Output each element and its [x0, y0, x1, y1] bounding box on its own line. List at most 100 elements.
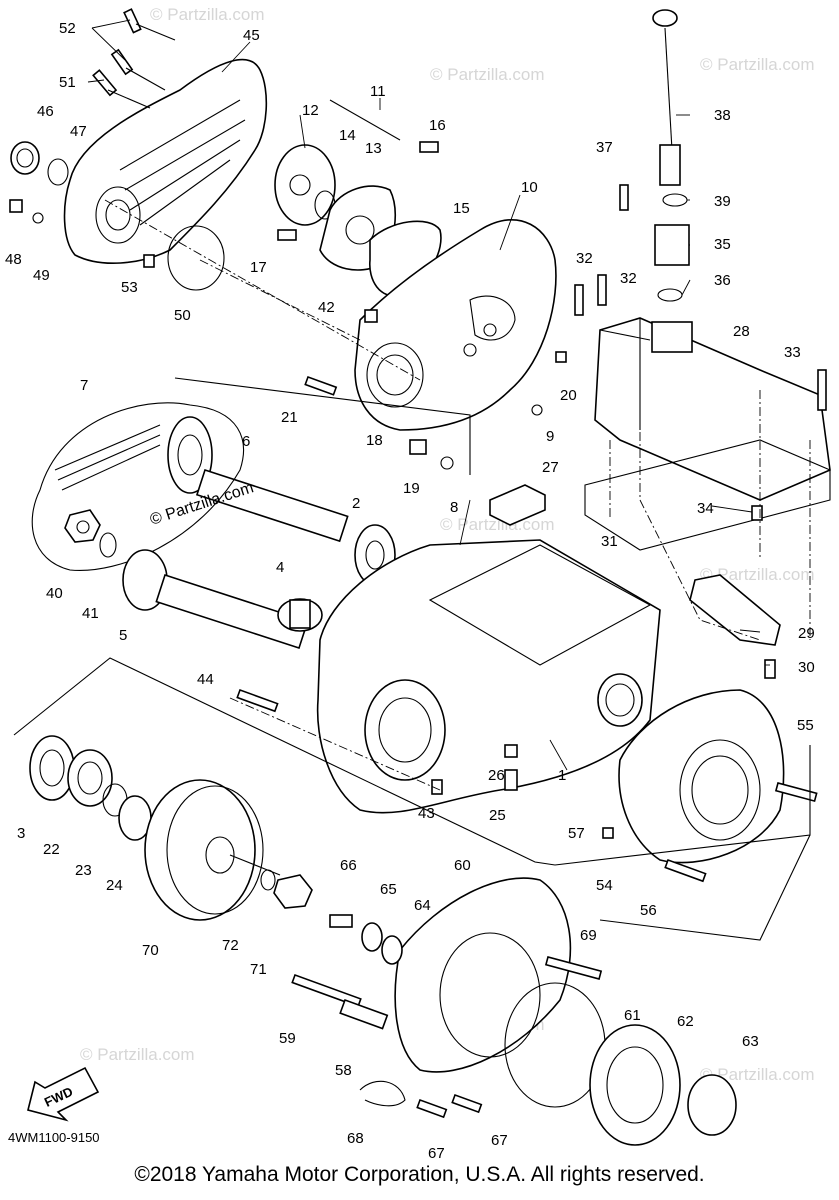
- callout: 23: [75, 862, 92, 879]
- callout: 40: [46, 585, 63, 602]
- callout: 60: [454, 857, 471, 874]
- callout: 61: [624, 1007, 641, 1024]
- part-misc-bolts: [236, 184, 827, 980]
- callout: 44: [197, 671, 214, 688]
- callout: 26: [488, 767, 505, 784]
- callout: 32: [576, 250, 593, 267]
- callout: 48: [5, 251, 22, 268]
- callout: 49: [33, 267, 50, 284]
- callout: 50: [174, 307, 191, 324]
- part-gasket-27: [489, 484, 546, 526]
- part-chain: [31, 402, 244, 572]
- callout: 6: [242, 433, 250, 450]
- callout-numbers: 1 2 3 4 5 6 7 8 9 10 11 12 13 14 15 16 1…: [5, 20, 815, 1162]
- svg-text:© Partzilla.com: © Partzilla.com: [430, 65, 545, 84]
- callout: 3: [17, 825, 25, 842]
- diagram-code: 4WM1100-9150: [8, 1130, 100, 1145]
- callout: 67: [428, 1145, 445, 1162]
- callout: 22: [43, 841, 60, 858]
- callout: 4: [276, 559, 284, 576]
- part-nut-washer-71: [260, 869, 313, 909]
- callout: 63: [742, 1033, 759, 1050]
- callout: 57: [568, 825, 585, 842]
- callout: 47: [70, 123, 87, 140]
- svg-text:© Partzilla.com: © Partzilla.com: [700, 55, 815, 74]
- part-outer-cover: [63, 58, 268, 264]
- callout: 27: [542, 459, 559, 476]
- callout: 29: [798, 625, 815, 642]
- callout: 58: [335, 1062, 352, 1079]
- fwd-arrow-icon: FWD: [27, 1066, 100, 1122]
- callout: 34: [697, 500, 714, 517]
- part-side-cover: [618, 689, 785, 864]
- callout: 54: [596, 877, 613, 894]
- callout: 71: [250, 961, 267, 978]
- callout: 35: [714, 236, 731, 253]
- part-shaft-5: [122, 549, 323, 649]
- part-crankcase: [316, 539, 661, 814]
- part-bracket: [689, 574, 781, 646]
- part-nut-washer: [64, 509, 117, 558]
- part-plug-63: [687, 1074, 737, 1136]
- svg-text:© Partzilla.com: © Partzilla.com: [700, 565, 815, 584]
- callout: 30: [798, 659, 815, 676]
- callout: 8: [450, 499, 458, 516]
- callout: 18: [366, 432, 383, 449]
- part-clip-bolts: [359, 1080, 483, 1119]
- part-middle-cover: [354, 218, 557, 431]
- callout: 2: [352, 495, 360, 512]
- part-cover-62: [589, 1024, 681, 1146]
- callout: 21: [281, 409, 298, 426]
- part-rods: [291, 973, 389, 1030]
- copyright-notice: ©2018 Yamaha Motor Corporation, U.S.A. A…: [134, 1163, 705, 1186]
- callout: 55: [797, 717, 814, 734]
- callout: 62: [677, 1013, 694, 1030]
- callout: 12: [302, 102, 319, 119]
- callout: 66: [340, 857, 357, 874]
- callout: 64: [414, 897, 431, 914]
- leader-lines: [87, 19, 770, 771]
- callout: 52: [59, 20, 76, 37]
- callout: 46: [37, 103, 54, 120]
- group-lines: [13, 99, 811, 941]
- callout: 59: [279, 1030, 296, 1047]
- callout: 41: [82, 605, 99, 622]
- callout: 20: [560, 387, 577, 404]
- part-gasket: [584, 439, 831, 551]
- callout: 72: [222, 937, 239, 954]
- callout: 31: [601, 533, 618, 550]
- callout: 39: [714, 193, 731, 210]
- callout: 24: [106, 877, 123, 894]
- svg-text:© Partzilla.com: © Partzilla.com: [440, 515, 555, 534]
- callout: 5: [119, 627, 127, 644]
- parts: [9, 8, 831, 1146]
- callout: 67: [491, 1132, 508, 1149]
- callout: 7: [80, 377, 88, 394]
- callout: 38: [714, 107, 731, 124]
- callout: 25: [489, 807, 506, 824]
- part-oring-50: [167, 225, 225, 291]
- callout: 68: [347, 1130, 364, 1147]
- callout: 10: [521, 179, 538, 196]
- callout: 45: [243, 27, 260, 44]
- callout: 36: [714, 272, 731, 289]
- callout: 28: [733, 323, 750, 340]
- bolts-cover: [92, 8, 176, 109]
- part-bearings: [29, 735, 152, 841]
- callout: 32: [620, 270, 637, 287]
- part-dipstick: [652, 9, 690, 302]
- callout: 42: [318, 299, 335, 316]
- part-small-64-66: [329, 914, 403, 965]
- callout: 43: [418, 805, 435, 822]
- callout: 37: [596, 139, 613, 156]
- callout: 11: [370, 83, 386, 100]
- callout: 14: [339, 127, 356, 144]
- callout: 69: [580, 927, 597, 944]
- callout: 53: [121, 279, 138, 296]
- callout: 9: [546, 428, 554, 445]
- callout: 56: [640, 902, 657, 919]
- svg-text:© Partzilla.com: © Partzilla.com: [80, 1045, 195, 1064]
- callout: 1: [558, 767, 566, 784]
- callout: 13: [365, 140, 382, 157]
